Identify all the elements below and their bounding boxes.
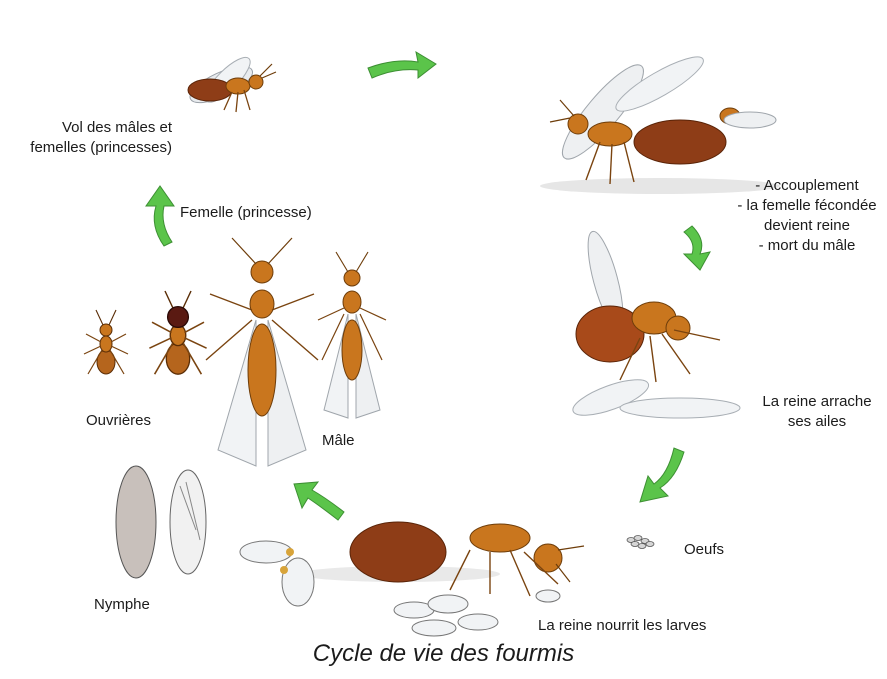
label-flight-line1: Vol des mâles et	[0, 118, 172, 138]
ant-icon	[84, 310, 128, 374]
label-male: Mâle	[322, 431, 355, 451]
arrow-wings-to-eggs	[640, 448, 684, 502]
arrow-larvae-to-adults	[294, 482, 344, 520]
flying-ant	[185, 51, 276, 112]
label-wings-line1: La reine arrache	[752, 392, 882, 412]
label-wings: La reine arrache ses ailes	[752, 392, 882, 432]
queen-feeding-larvae	[300, 522, 584, 596]
label-mating-line2: - la femelle fécondée	[732, 196, 882, 216]
princess-ant	[206, 238, 318, 466]
label-flight-line2: femelles (princesses)	[0, 138, 172, 158]
arrow-mating-to-wings	[684, 226, 710, 270]
larvae-left	[240, 541, 314, 606]
larva-icon	[240, 541, 314, 606]
label-flight: Vol des mâles et femelles (princesses)	[0, 118, 172, 158]
label-eggs: Oeufs	[684, 540, 724, 560]
label-mating-line3: devient reine	[732, 216, 882, 236]
male-ant	[318, 252, 386, 418]
label-feeding: La reine nourrit les larves	[538, 616, 706, 636]
worker-ant-large	[149, 291, 206, 374]
arrow-adults-to-flight	[146, 186, 174, 246]
egg-icon	[627, 536, 654, 549]
pupa	[116, 466, 206, 578]
queen-removing-wings	[569, 228, 740, 422]
arrow-flight-to-mating	[368, 52, 436, 78]
mating-ants	[540, 49, 780, 194]
larvae-group	[394, 590, 560, 636]
pupa-icon	[116, 466, 206, 578]
label-workers: Ouvrières	[86, 411, 151, 431]
label-wings-line2: ses ailes	[752, 412, 882, 432]
label-mating-line4: - mort du mâle	[732, 236, 882, 256]
ant-icon	[149, 291, 206, 374]
label-princess: Femelle (princesse)	[180, 203, 312, 223]
eggs	[627, 536, 654, 549]
label-mating-line1: - Accouplement	[732, 176, 882, 196]
label-mating: - Accouplement - la femelle fécondée dev…	[732, 176, 882, 256]
label-pupa: Nymphe	[94, 595, 150, 615]
worker-ant-small	[84, 310, 128, 374]
diagram-caption: Cycle de vie des fourmis	[0, 640, 887, 668]
